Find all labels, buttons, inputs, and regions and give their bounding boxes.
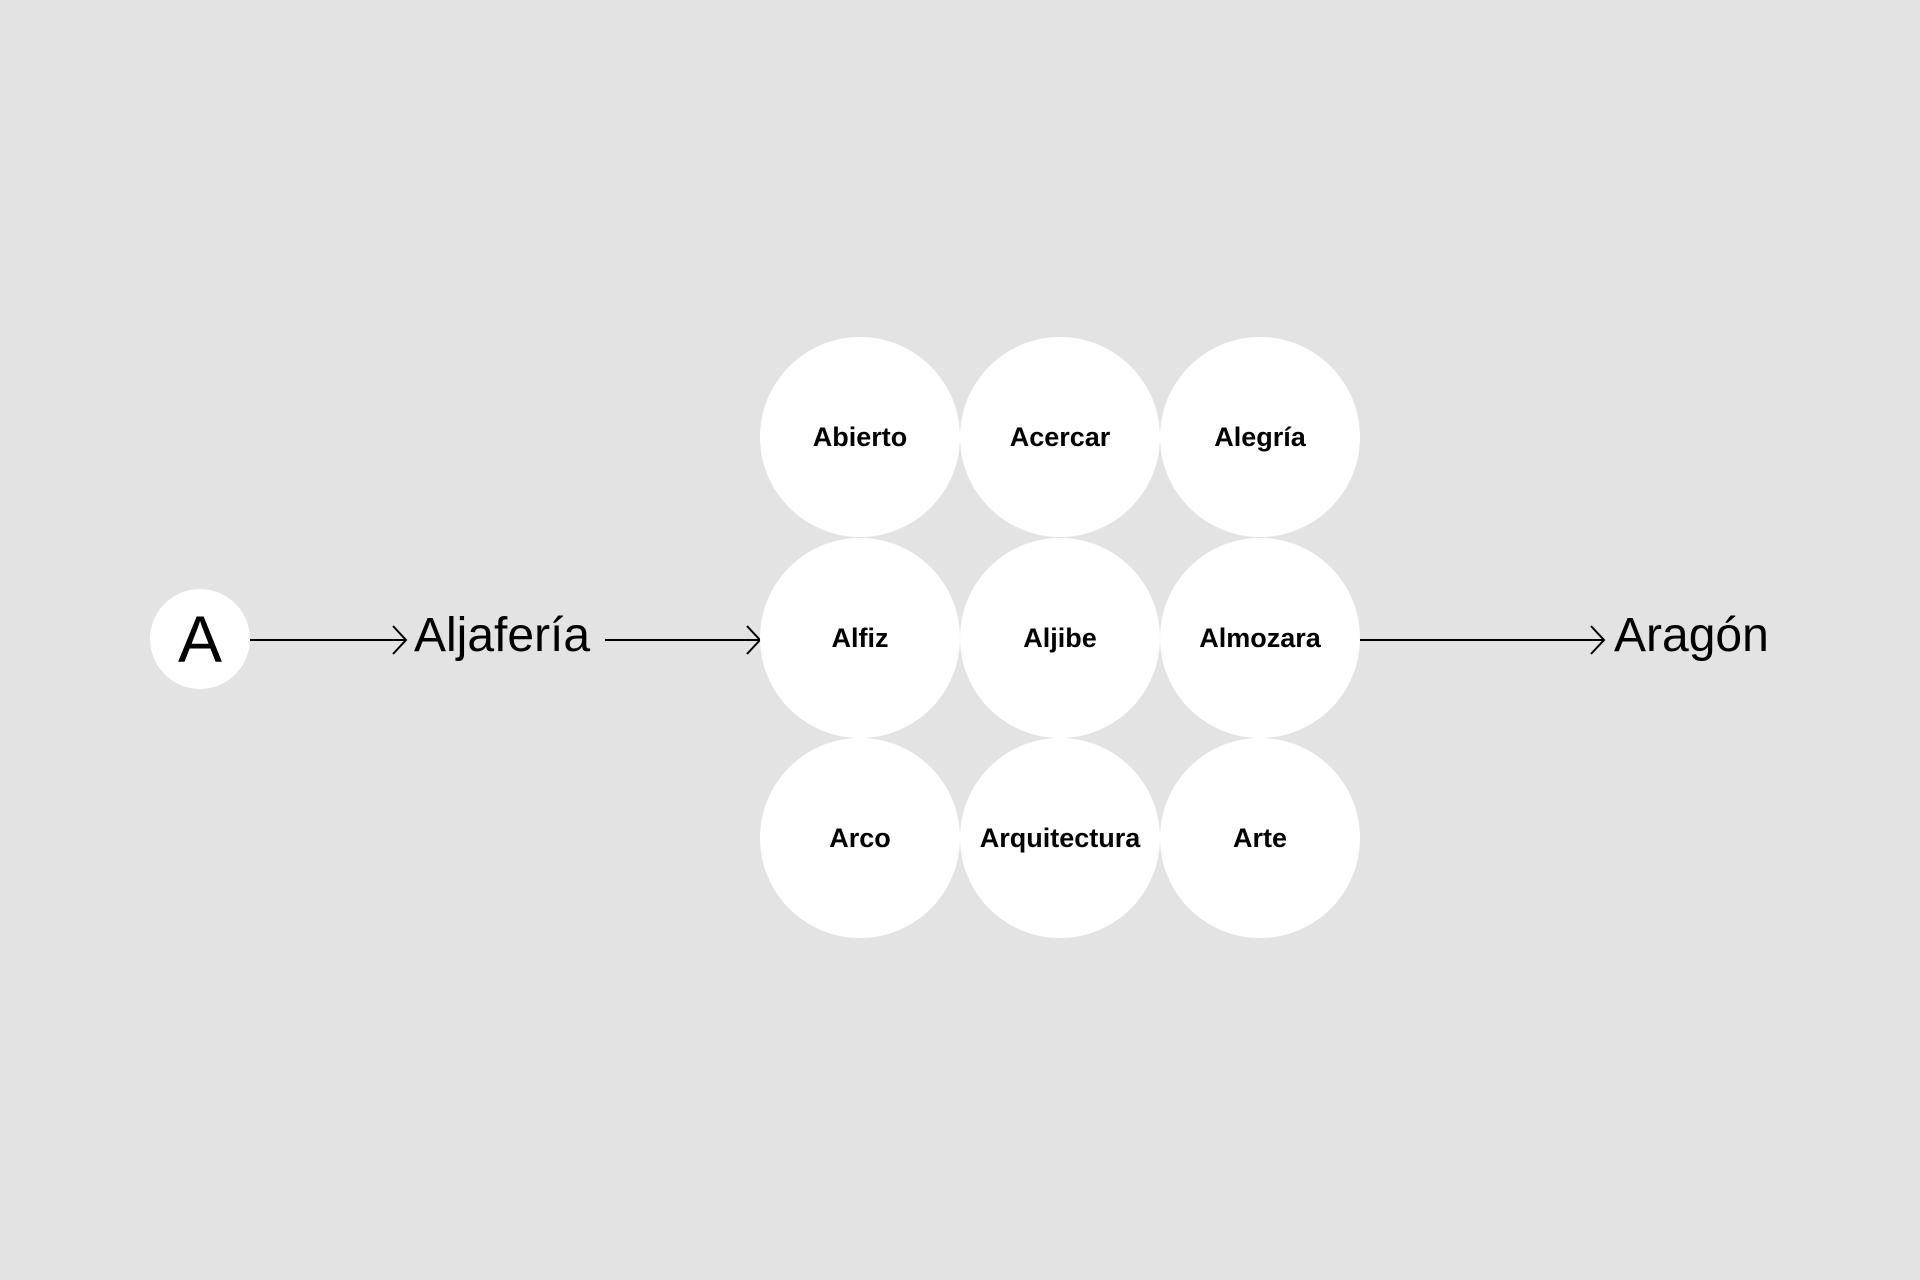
grid-node: Acercar [960, 337, 1160, 537]
grid-label: Arco [829, 822, 891, 853]
grid-node: Abierto [760, 337, 960, 537]
start-letter: A [177, 602, 223, 676]
grid-label: Aljibe [1023, 622, 1097, 653]
grid-label: Arte [1232, 822, 1287, 853]
arrow-start-to-aljaferia [250, 625, 408, 655]
grid-node: Almozara [1160, 538, 1360, 738]
grid-node: Arte [1160, 738, 1360, 938]
grid-node: Aljibe [960, 538, 1160, 738]
grid-label: Abierto [812, 421, 908, 452]
grid-node: Arquitectura [960, 738, 1160, 938]
arrow-grid-to-aragon [1360, 625, 1606, 655]
grid-label: Alfiz [831, 622, 889, 653]
grid-label: Alegría [1214, 421, 1306, 452]
grid-label: Arquitectura [979, 822, 1141, 853]
arrow-aljaferia-to-grid [605, 625, 762, 655]
word-aragon: Aragón [1614, 609, 1769, 662]
grid-node: Arco [760, 738, 960, 938]
start-node: A [150, 589, 250, 689]
word-aljaferia: Aljafería [414, 609, 591, 662]
grid-label: Acercar [1009, 421, 1111, 452]
grid-node: Alegría [1160, 337, 1360, 537]
grid-label: Almozara [1199, 622, 1321, 653]
grid-node: Alfiz [760, 538, 960, 738]
